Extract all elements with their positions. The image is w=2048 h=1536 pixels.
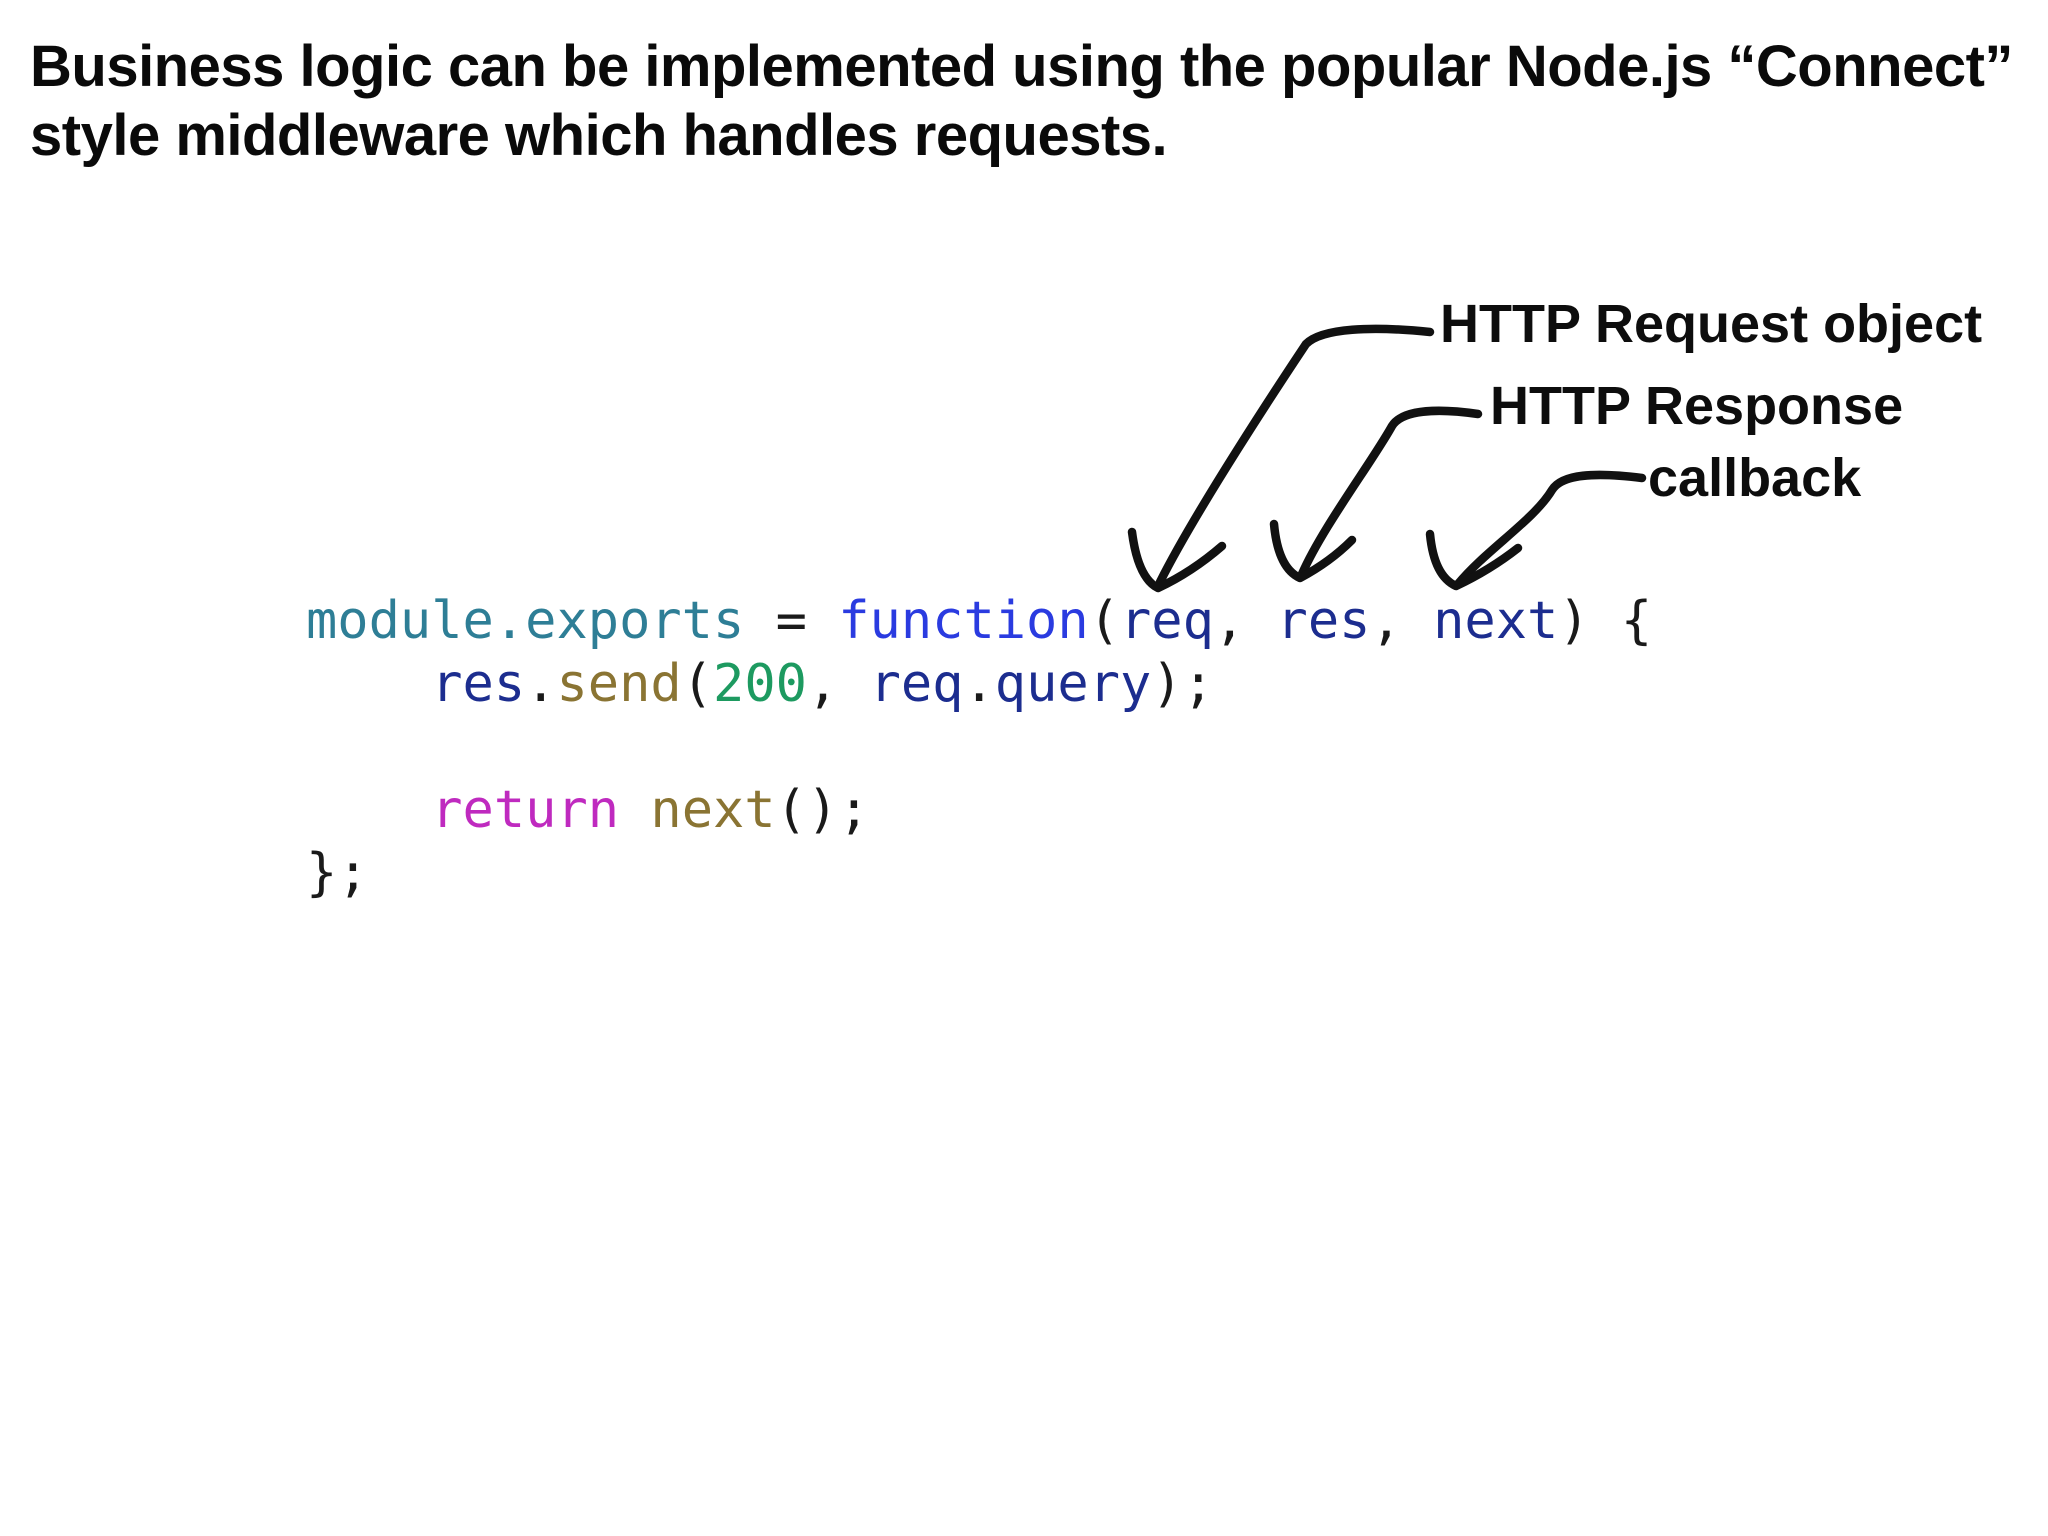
code-line xyxy=(306,716,1652,779)
code-line: res.send(200, req.query); xyxy=(306,653,1652,716)
annotation-label-http-request: HTTP Request object xyxy=(1440,294,1983,354)
heading-line-2: style middleware which handles requests. xyxy=(30,103,1168,168)
code-token-punct: ) { xyxy=(1558,591,1653,651)
code-line: return next(); xyxy=(306,779,1652,842)
code-token-punct: . xyxy=(963,654,995,714)
code-line: }; xyxy=(306,842,1652,905)
code-token-param: query xyxy=(994,654,1152,714)
code-token-keyword: return xyxy=(431,780,620,840)
code-token-param: res xyxy=(1276,591,1371,651)
code-token-param: req xyxy=(869,654,964,714)
slide-heading: Business logic can be implemented using … xyxy=(30,32,2013,170)
code-token-punct: (); xyxy=(775,780,870,840)
code-token-number: 200 xyxy=(713,654,807,714)
annotation-label-http-response: HTTP Response xyxy=(1490,376,1904,436)
annotation-label-callback: callback xyxy=(1648,448,1862,508)
code-token-param: next xyxy=(1433,591,1559,651)
code-token-punct: = xyxy=(744,591,839,651)
arrow-to-next xyxy=(1425,470,1647,591)
code-token-punct xyxy=(619,780,650,840)
code-token-punct: }; xyxy=(306,843,369,903)
code-token-punct xyxy=(306,780,431,840)
code-token-param: req xyxy=(1119,591,1214,651)
code-token-property: module.exports xyxy=(306,591,745,651)
arrow-to-req xyxy=(1127,324,1435,593)
code-token-punct: , xyxy=(1370,591,1434,651)
code-token-punct: . xyxy=(525,654,557,714)
code-token-method: send xyxy=(556,654,682,714)
code-token-param: res xyxy=(431,654,526,714)
code-token-punct: ( xyxy=(681,654,714,714)
code-token-punct: , xyxy=(806,654,870,714)
code-block: module.exports = function(req, res, next… xyxy=(306,590,1652,905)
code-token-punct: ( xyxy=(1088,591,1120,651)
code-token-punct xyxy=(306,654,431,714)
code-token-keyword2: function xyxy=(838,591,1089,651)
arrow-to-res xyxy=(1269,406,1483,583)
code-line: module.exports = function(req, res, next… xyxy=(306,590,1652,653)
heading-line-1: Business logic can be implemented using … xyxy=(30,34,2013,99)
code-token-method: next xyxy=(650,780,776,840)
code-token-punct: ); xyxy=(1151,654,1214,714)
code-token-punct: , xyxy=(1213,591,1277,651)
